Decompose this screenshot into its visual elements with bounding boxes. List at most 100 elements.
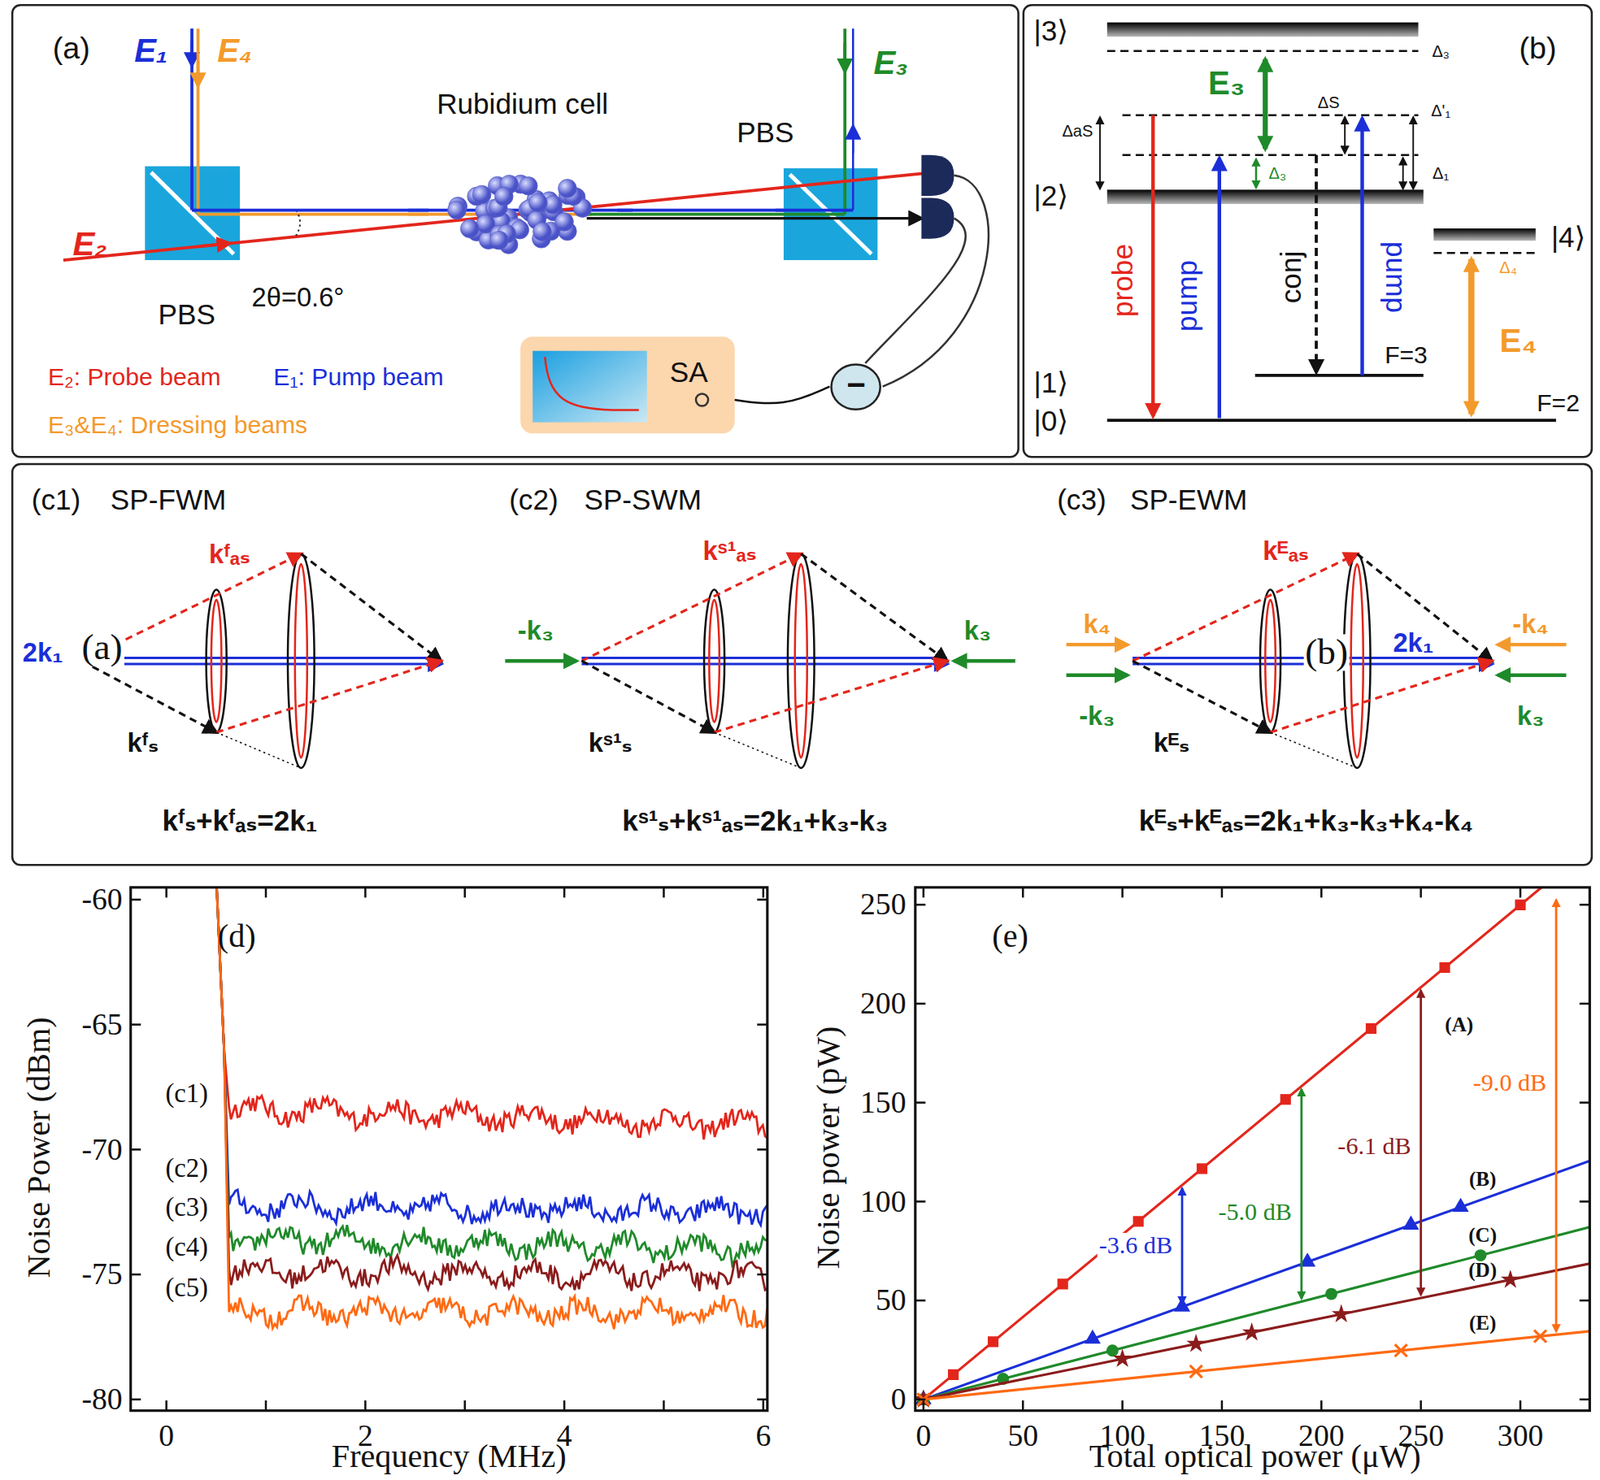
pump-beam (617, 208, 784, 213)
data-marker (1395, 1344, 1408, 1357)
plot-frame (130, 887, 768, 1412)
node-label: Rubidium cell (436, 89, 609, 118)
beam-line (63, 173, 924, 261)
wave-vector (714, 732, 802, 769)
wave-vector (300, 553, 441, 661)
beam-line (198, 213, 430, 217)
energy-level (1107, 418, 1557, 422)
signal-cable (882, 175, 989, 387)
axis-label: -75 (81, 1259, 122, 1291)
data-marker (1439, 962, 1450, 974)
beam-line (1066, 643, 1128, 647)
tick (563, 1400, 566, 1412)
data-marker (1325, 1288, 1338, 1301)
noise-trace (216, 887, 768, 1227)
tick (1579, 1003, 1591, 1006)
wave-vector-label: 2k₁ (22, 639, 64, 667)
tick (915, 1399, 927, 1402)
connectors (239, 210, 830, 405)
cone-ring (211, 600, 222, 723)
tick (1579, 1101, 1591, 1105)
atom (518, 177, 538, 196)
wave-vector-label: kˢ¹ₛ (588, 729, 633, 757)
axis-label: (B) (1469, 1169, 1496, 1190)
tick (563, 887, 566, 899)
virtual-level (1122, 154, 1419, 157)
wave-vector-label: -k₄ (1512, 611, 1549, 639)
tick (364, 1400, 367, 1412)
tick (756, 1273, 768, 1277)
noise-power-chart (913, 839, 1600, 1411)
wave-vector (81, 660, 217, 733)
level-label: E₃ (1208, 67, 1245, 100)
transition-arrow (1468, 259, 1475, 415)
wave-vector (1270, 732, 1358, 769)
analyzer-knob (695, 393, 709, 406)
level-label: Δ₃ (1269, 165, 1287, 182)
beam-line (775, 208, 853, 213)
tick (915, 904, 927, 907)
axis-label: (c3) (165, 1193, 209, 1221)
data-marker (1196, 1163, 1208, 1174)
axis-label: Total optical power (μW) (1089, 1440, 1422, 1474)
beam-splitter: PBS (144, 166, 240, 261)
wave-vector-label: -k₃ (1078, 703, 1115, 731)
rubidium-cell: Rubidium cell (428, 83, 618, 257)
wave-vector-label: (b) (1303, 634, 1350, 672)
axis-label: 100 (860, 1186, 906, 1218)
tick (130, 1148, 142, 1152)
photodetector (921, 197, 954, 239)
pump-beam (239, 208, 429, 213)
level-label: ΔS (1317, 93, 1340, 110)
wave-vector-label: SP-SWM (584, 485, 702, 514)
signal-cable (734, 386, 831, 405)
axis-label: -3.6 dB (1097, 1233, 1174, 1258)
beam-label: E₄ (217, 34, 253, 68)
beam-line (196, 28, 200, 214)
data-marker (1452, 1198, 1470, 1213)
tick (915, 1300, 927, 1303)
atom (490, 230, 509, 250)
node-label: − (846, 369, 866, 402)
tick (165, 1400, 168, 1412)
wave-vector (1356, 553, 1492, 661)
tick (662, 1400, 666, 1412)
atom (472, 185, 492, 205)
beam-line (504, 659, 577, 663)
data-marker (1186, 1334, 1206, 1353)
atom (533, 222, 553, 242)
screen-trace (544, 356, 639, 410)
tick (1579, 1399, 1591, 1402)
level-label: (b) (1518, 33, 1557, 65)
level-label: |0⟩ (1034, 407, 1069, 436)
level-label: Δ₃ (1431, 43, 1450, 60)
beam-label: 2θ=0.6° (252, 284, 345, 312)
level-label: conj (1276, 251, 1305, 304)
energy-level (1433, 228, 1535, 241)
wave-vector (216, 660, 441, 733)
energy-level (1255, 373, 1424, 378)
cone-ring (708, 600, 720, 723)
axis-label: 50 (875, 1285, 907, 1317)
tick (1519, 887, 1522, 899)
axis-label: (e) (991, 920, 1029, 953)
wave-vector-label: kˢ¹ₐₛ (702, 537, 757, 565)
axis-label: Frequency (MHz) (331, 1440, 567, 1474)
wave-vector-label: kᶠₛ (126, 729, 158, 757)
axis-label: (c4) (165, 1233, 209, 1261)
atom (460, 219, 479, 239)
level-label: probe (1108, 243, 1137, 318)
wave-vector (581, 660, 714, 733)
panel-frame (12, 464, 1592, 866)
beam-line (81, 656, 441, 660)
detuning-arrow (1255, 159, 1258, 188)
energy-levels (1100, 22, 1557, 421)
cone-ring (295, 564, 308, 758)
atom (555, 213, 574, 232)
tick (1121, 1400, 1124, 1412)
analyzer-body (520, 336, 735, 434)
tick (1419, 887, 1422, 899)
tick (756, 1399, 768, 1402)
wave-vector-label: kᶠₛ+kᶠₐₛ=2k₁ (162, 807, 318, 836)
beam-label: E₁ (134, 34, 168, 68)
